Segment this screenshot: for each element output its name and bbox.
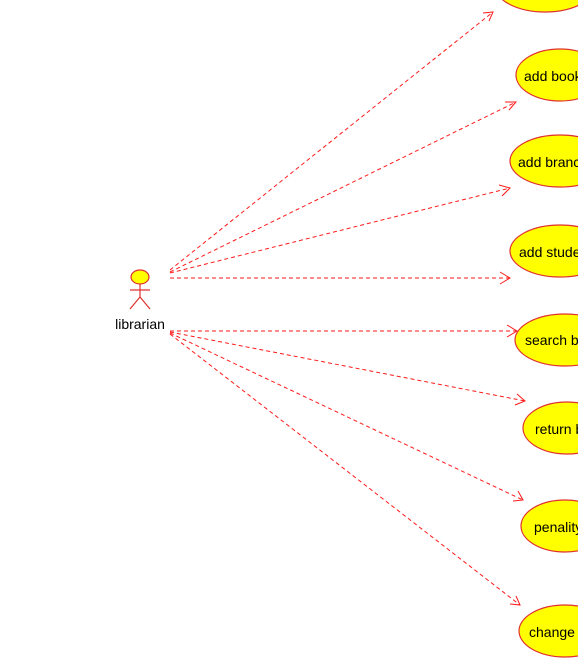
use-case-label: change [529,624,575,640]
use-case-label: penality [534,519,578,535]
use-case-change[interactable]: change [518,604,578,658]
use-cases: add book add branch add student search b… [495,0,578,658]
use-case-0[interactable] [495,0,578,13]
use-case-label: add branch [518,154,578,170]
association-change [169,333,521,606]
association-add-branch [169,184,511,274]
actor-right-leg [139,296,151,310]
use-case-label: add book [524,68,578,84]
actor-head [130,269,150,285]
actor-label: librarian [115,316,165,332]
use-case-label: add student [519,244,578,260]
association-search-book [170,324,518,338]
use-case-penality[interactable]: penality [520,499,578,553]
use-case-return-book[interactable]: return book [522,401,578,455]
use-case-add-book[interactable]: add book [515,48,578,102]
association-add-student [170,271,511,285]
association-return-book [169,331,526,406]
association-add-book [169,101,518,273]
actor-left-leg [129,296,141,310]
use-case-search-book[interactable]: search book [514,313,578,367]
use-case-label: return book [535,421,578,437]
associations [169,11,526,606]
association-usecase-0 [169,11,494,271]
actor-librarian[interactable]: librarian [115,269,165,332]
use-case-add-branch[interactable]: add branch [509,134,578,188]
use-case-label: search book [525,332,578,348]
association-penality [169,332,524,502]
use-case-add-student[interactable]: add student [509,224,578,278]
